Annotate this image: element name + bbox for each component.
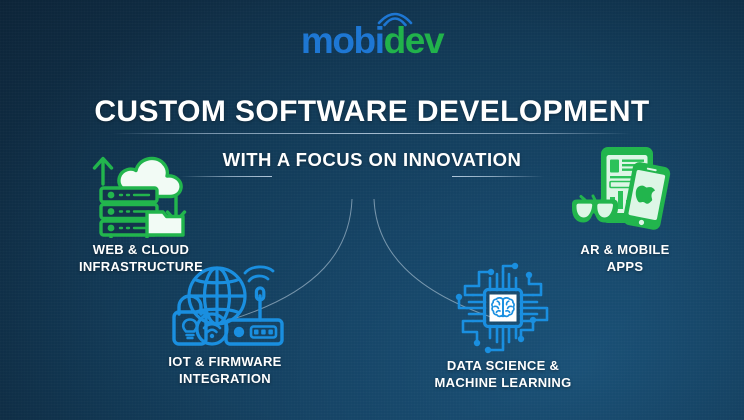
ai-chip-brain-icon [455, 262, 549, 354]
brand-logo-inner: mobidev [300, 12, 445, 61]
pillar-label: WEB & CLOUD INFRASTRUCTURE [78, 242, 204, 274]
wifi-arcs-icon [377, 12, 413, 27]
page-subtitle: WITH A FOCUS ON INNOVATION [222, 149, 522, 170]
brand-logo-mobi: mobi [300, 20, 385, 61]
pillar-ar-mobile-apps[interactable]: AR & MOBILE APPS [530, 142, 720, 275]
wifi-circle-icon [195, 312, 229, 346]
phone-icon [623, 162, 671, 230]
brand-logo-dev: dev [383, 20, 445, 61]
tablet-phone-ar-glasses-icon [572, 147, 671, 230]
globe-router-lock-wifi-icon [172, 265, 284, 346]
pillar-iot-firmware-integration[interactable]: IOT & FIRMWARE INTEGRATION [130, 262, 320, 387]
pillar-data-science-machine-learning[interactable]: DATA SCIENCE & MACHINE LEARNING [408, 258, 598, 391]
page-title: CUSTOM SOFTWARE DEVELOPMENT [94, 95, 650, 128]
pillar-label: AR & MOBILE APPS [580, 242, 670, 274]
brand-logo-text: mobidev [300, 20, 445, 61]
router-icon [224, 265, 284, 346]
brand-logo[interactable]: mobidev [0, 12, 744, 61]
subtitle-divider-right [452, 176, 544, 177]
pillar-label: DATA SCIENCE & MACHINE LEARNING [434, 358, 572, 390]
pillar-web-cloud-infrastructure[interactable]: WEB & CLOUD INFRASTRUCTURE [46, 146, 236, 275]
lock-bulb-icon [172, 294, 208, 346]
title-divider [112, 133, 632, 134]
pillar-label: IOT & FIRMWARE INTEGRATION [168, 354, 282, 386]
cloud-server-folder-icon [92, 156, 187, 238]
subtitle-divider-left [180, 176, 272, 177]
ar-glasses-icon [572, 194, 618, 223]
